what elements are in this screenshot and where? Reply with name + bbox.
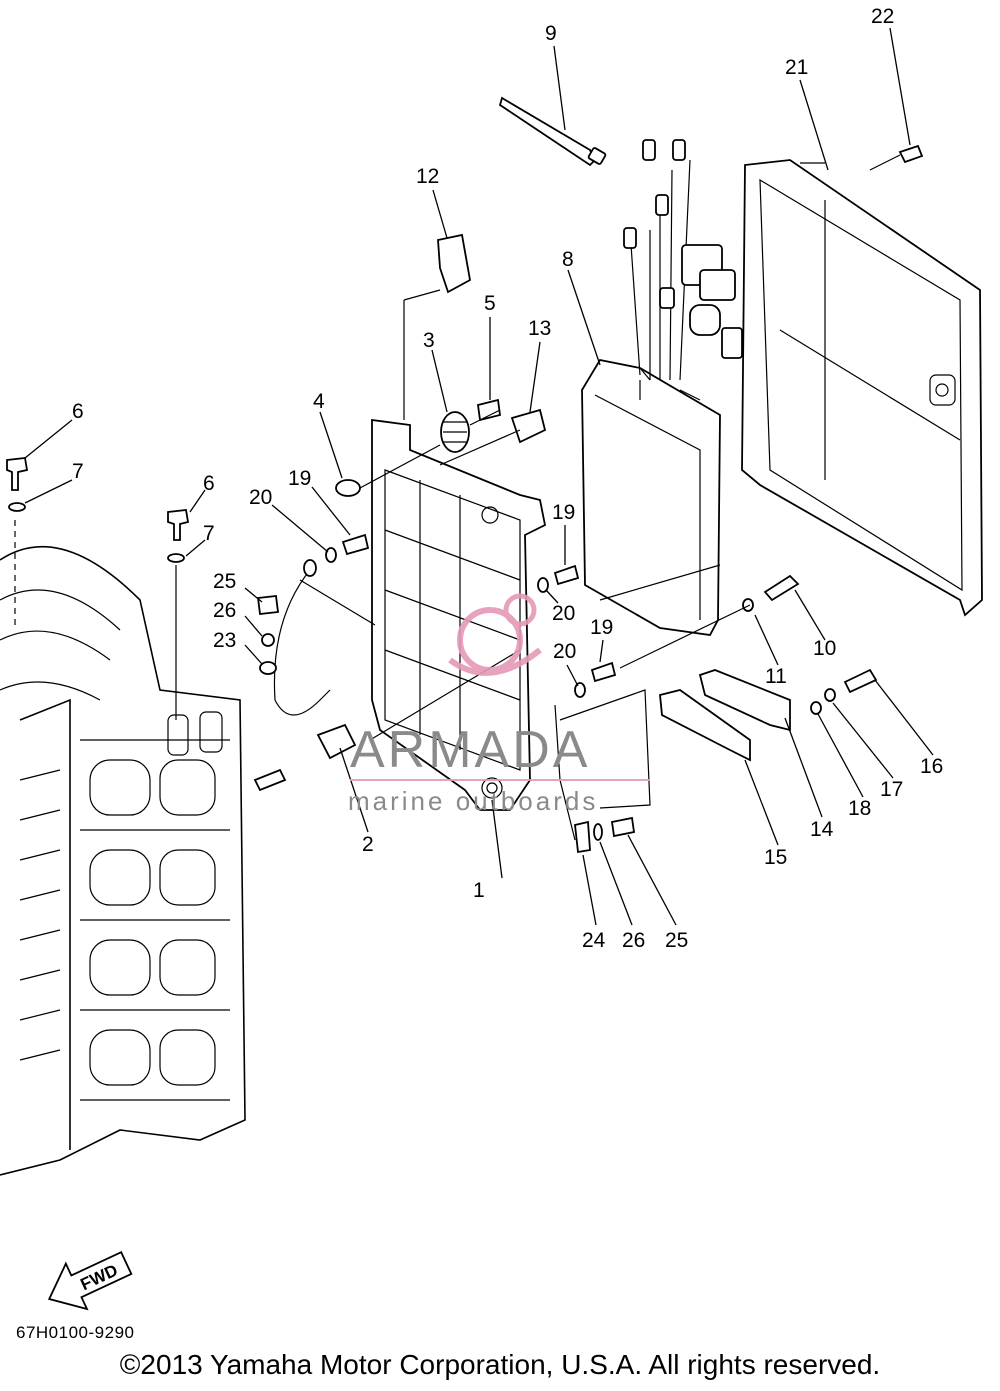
fastener-parts — [6, 144, 924, 854]
watermark-logo-mark — [350, 593, 650, 781]
part-label-14: 14 — [810, 818, 834, 841]
part-label-20-c: 20 — [553, 640, 576, 663]
part-label-23: 23 — [213, 629, 236, 652]
part-label-2: 2 — [362, 833, 374, 856]
part-label-18: 18 — [848, 797, 871, 820]
part-label-10: 10 — [813, 637, 836, 660]
part-label-20-b: 20 — [552, 602, 575, 625]
part-label-12: 12 — [416, 165, 439, 188]
cover-part-21 — [741, 159, 983, 617]
part-label-25-a: 25 — [213, 570, 236, 593]
part-label-20-a: 20 — [249, 486, 272, 509]
part-label-13: 13 — [528, 317, 551, 340]
part-label-24: 24 — [582, 929, 606, 952]
part-label-6-left: 6 — [72, 400, 84, 423]
copyright-notice: ©2013 Yamaha Motor Corporation, U.S.A. A… — [119, 1349, 881, 1380]
part-label-26-a: 26 — [213, 599, 236, 622]
part-label-1: 1 — [473, 879, 485, 902]
part-label-22: 22 — [871, 5, 894, 28]
part-label-9: 9 — [545, 22, 557, 45]
part-label-19-a: 19 — [288, 467, 311, 490]
part-label-8: 8 — [562, 248, 574, 271]
part-labels: 9 22 21 12 8 5 13 3 4 6 7 19 6 20 19 7 2… — [72, 5, 943, 952]
cable-tie-part-9 — [498, 96, 607, 167]
part-label-15: 15 — [764, 846, 787, 869]
engine-block — [0, 545, 246, 1176]
watermark-brand-name: ARMADA — [350, 721, 591, 779]
part-label-16: 16 — [920, 755, 943, 778]
part-label-25-b: 25 — [665, 929, 688, 952]
part-label-19-b: 19 — [552, 501, 575, 524]
part-label-19-c: 19 — [590, 616, 613, 639]
part-label-17: 17 — [880, 778, 903, 801]
fwd-arrow: FWD — [47, 1251, 133, 1311]
assembly-lines — [14, 154, 901, 809]
leader-lines — [24, 27, 934, 926]
part-label-11: 11 — [765, 665, 787, 688]
wire-harness — [623, 139, 743, 381]
document-code: 67H0100-9290 — [16, 1323, 135, 1342]
part-label-5: 5 — [484, 292, 496, 315]
part-label-4: 4 — [313, 390, 325, 413]
part-label-7-mid: 7 — [203, 522, 215, 545]
part-label-26-b: 26 — [622, 929, 645, 952]
cdi-unit-part-8 — [581, 358, 721, 636]
part-label-21: 21 — [785, 56, 808, 79]
part-label-7-left: 7 — [72, 460, 84, 483]
part-label-6-mid: 6 — [203, 472, 215, 495]
watermark-brand-subtitle: marine outboards — [348, 786, 599, 816]
part-label-3: 3 — [423, 329, 435, 352]
